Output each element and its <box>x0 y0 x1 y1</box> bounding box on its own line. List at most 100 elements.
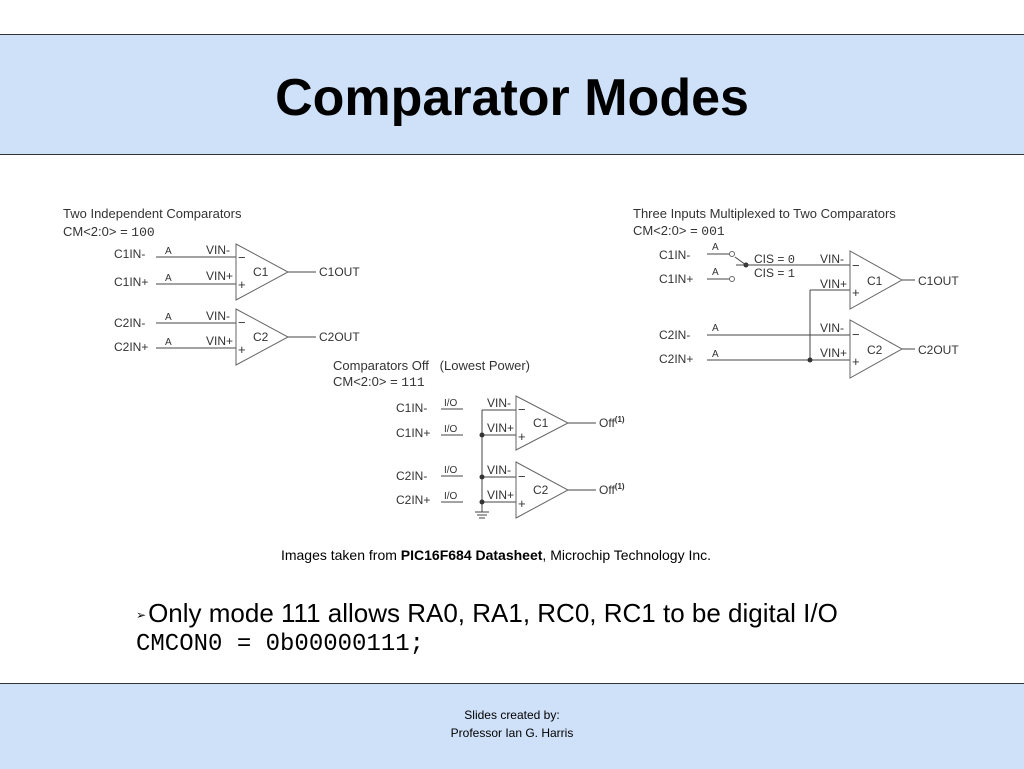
mode111-vin-plus-2: VIN+ <box>487 488 514 502</box>
mode001-c1-label: C1 <box>867 274 883 288</box>
mode111-off-2: Off(1) <box>599 482 625 497</box>
svg-text:A: A <box>712 242 719 253</box>
mode111-vin-minus-1: VIN- <box>487 396 511 410</box>
svg-text:A: A <box>712 349 719 360</box>
mode001-pin-c1in-minus: C1IN- <box>659 248 690 262</box>
caption-datasheet-name: PIC16F684 Datasheet <box>400 547 543 563</box>
mode001-cis-1: CIS = 1 <box>754 266 795 281</box>
mode001-title: Three Inputs Multiplexed to Two Comparat… <box>633 206 896 221</box>
comparator-modes-diagram: .ln{stroke:#444;stroke-width:1;fill:none… <box>63 206 959 519</box>
mode001-c2out: C2OUT <box>918 343 959 357</box>
bullet-point: ➢Only mode 111 allows RA0, RA1, RC0, RC1… <box>136 598 838 629</box>
mode001-minus-sign-2: − <box>852 327 860 342</box>
mode111-tag-2: I/O <box>441 424 463 436</box>
mode111-comparator-c2 <box>515 461 570 519</box>
ground-icon <box>475 511 489 519</box>
mode111-minus-sign-2: − <box>518 469 526 484</box>
mode001-plus-sign-2: + <box>852 354 860 369</box>
mode111-title: Comparators Off (Lowest Power) <box>333 358 530 373</box>
mode001-c1out: C1OUT <box>918 274 959 288</box>
mode100-vin-minus-1: VIN- <box>206 243 230 257</box>
svg-text:I/O: I/O <box>444 424 458 435</box>
mode111-tag-4: I/O <box>441 491 463 503</box>
mode111-pin-c2in-minus: C2IN- <box>396 469 427 483</box>
svg-text:A: A <box>712 267 719 278</box>
mode100-tag-2: A <box>165 273 172 284</box>
mode111-junction-2 <box>479 474 485 480</box>
svg-text:A: A <box>165 273 172 284</box>
mode111-tag-1: I/O <box>441 398 463 410</box>
mode100-minus-sign-2: − <box>238 315 246 330</box>
mode001-comparator-c1 <box>849 250 904 310</box>
mode111-pin-c2in-plus: C2IN+ <box>396 493 430 507</box>
svg-text:A: A <box>165 312 172 323</box>
mode100-pin-c1in-plus: C1IN+ <box>114 275 148 289</box>
mode100-plus-sign-2: + <box>238 342 246 357</box>
mode001-pin-c1in-plus: C1IN+ <box>659 272 693 286</box>
image-source-caption: Images taken from PIC16F684 Datasheet, M… <box>0 547 992 563</box>
caption-suffix: , Microchip Technology Inc. <box>542 547 712 563</box>
mode001-pin-c2in-minus: C2IN- <box>659 328 690 342</box>
credits-line-2: Professor Ian G. Harris <box>450 726 574 740</box>
mode100-tag-3: A <box>165 312 172 323</box>
svg-text:A: A <box>165 337 172 348</box>
mode001-comparator-c2 <box>849 319 904 379</box>
bullet-arrow-icon: ➢ <box>136 608 147 623</box>
bullet-text: Only mode 111 allows RA0, RA1, RC0, RC1 … <box>148 598 838 628</box>
mode001-vin-minus-1: VIN- <box>820 252 844 266</box>
mode100-tag-4: A <box>165 337 172 348</box>
mode111-off-1: Off(1) <box>599 415 625 430</box>
mode111-minus-sign-1: − <box>518 402 526 417</box>
mode111-plus-sign-1: + <box>518 429 526 444</box>
mode111-junction-1 <box>479 432 485 438</box>
svg-text:A: A <box>712 323 719 334</box>
mode100-c1-label: C1 <box>253 265 269 279</box>
mode001-tag-3: A <box>712 323 719 334</box>
mode100-tag-1: A <box>165 246 172 257</box>
mode001-c2-label: C2 <box>867 343 883 357</box>
mode001-vin-plus-2: VIN+ <box>820 346 847 360</box>
mode111-comparator-c1 <box>515 395 570 451</box>
mode100-c2out: C2OUT <box>319 330 360 344</box>
caption-prefix: Images taken from <box>280 547 401 563</box>
mode100-pin-c2in-plus: C2IN+ <box>114 340 148 354</box>
credits-line-1: Slides created by: <box>464 708 560 722</box>
mode001-pin-c2in-plus: C2IN+ <box>659 352 693 366</box>
mux-switch <box>734 256 750 268</box>
mode100-vin-minus-2: VIN- <box>206 309 230 323</box>
mode100-c2-label: C2 <box>253 330 269 344</box>
mode111-c2-label: C2 <box>533 483 549 497</box>
mode001-tag-1: A <box>707 242 735 257</box>
mode001-cm-label: CM<2:0> = 001 <box>633 223 725 239</box>
svg-text:I/O: I/O <box>444 465 458 476</box>
mode100-pin-c2in-minus: C2IN- <box>114 316 145 330</box>
slide-title: Comparator Modes <box>275 69 749 127</box>
mode111-junction-3 <box>479 499 485 505</box>
mode111-cm-label: CM<2:0> = 111 <box>333 374 425 390</box>
mode001-tag-2: A <box>707 267 735 282</box>
header-band <box>0 34 1024 155</box>
mode100-vin-plus-1: VIN+ <box>206 269 233 283</box>
svg-text:A: A <box>165 246 172 257</box>
mode100-plus-sign-1: + <box>238 277 246 292</box>
mode100-cm-label: CM<2:0> = 100 <box>63 224 155 240</box>
mode111-vin-minus-2: VIN- <box>487 463 511 477</box>
mode001-minus-sign-1: − <box>852 258 860 273</box>
mode001-vin-minus-2: VIN- <box>820 321 844 335</box>
mode100-comparator-c1 <box>235 243 290 301</box>
mode001-cis-0: CIS = 0 <box>754 252 795 267</box>
svg-text:I/O: I/O <box>444 491 458 502</box>
svg-text:I/O: I/O <box>444 398 458 409</box>
mode111-c1-label: C1 <box>533 416 549 430</box>
mode111-pin-c1in-plus: C1IN+ <box>396 426 430 440</box>
mode100-minus-sign-1: − <box>238 250 246 265</box>
mode001-vin-plus-1: VIN+ <box>820 277 847 291</box>
mode001-tag-4: A <box>712 349 719 360</box>
mode100-c1out: C1OUT <box>319 265 360 279</box>
mode100-pin-c1in-minus: C1IN- <box>114 247 145 261</box>
mode001-plus-sign-1: + <box>852 285 860 300</box>
mode100-title: Two Independent Comparators <box>63 206 242 221</box>
mode100-comparator-c2 <box>235 308 290 366</box>
code-line: CMCON0 = 0b00000111; <box>136 631 425 658</box>
mode100-vin-plus-2: VIN+ <box>206 334 233 348</box>
